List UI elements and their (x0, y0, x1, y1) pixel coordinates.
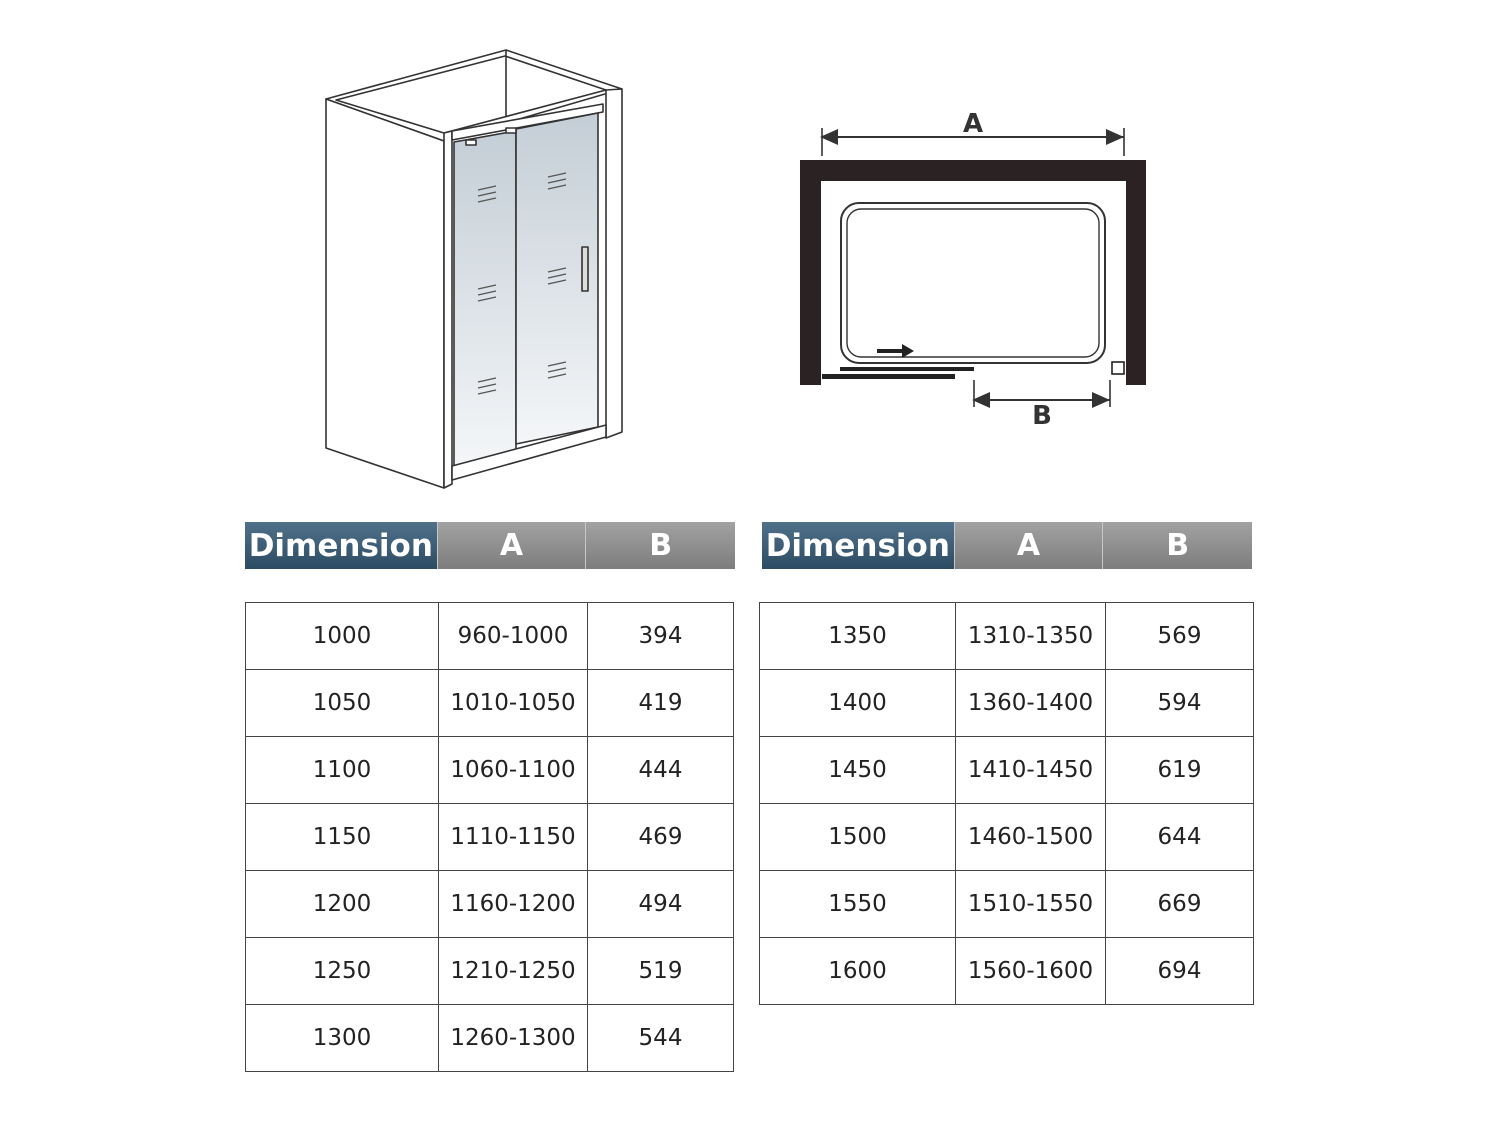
cell-a: 1460-1500 (955, 803, 1106, 871)
header-a: A (953, 522, 1103, 569)
shower-enclosure-perspective (325, 49, 623, 489)
shower-plan-view: A B (800, 109, 1146, 431)
fixed-glass-panel (453, 130, 517, 467)
product-drawings: A B (325, 49, 1146, 489)
cell-b: 644 (1105, 803, 1254, 871)
cell-b: 469 (587, 803, 734, 871)
cell-b: 594 (1105, 669, 1254, 737)
cell-a: 1110-1150 (438, 803, 588, 871)
header-b: B (1102, 522, 1252, 569)
cell-b: 419 (587, 669, 734, 737)
cell-dimension: 1400 (759, 669, 956, 737)
cell-dimension: 1100 (245, 736, 439, 804)
cell-dimension: 1000 (245, 602, 439, 670)
cell-b: 519 (587, 937, 734, 1005)
header-b: B (585, 522, 735, 569)
header-a: A (436, 522, 586, 569)
cell-dimension: 1200 (245, 870, 439, 938)
cell-b: 444 (587, 736, 734, 804)
cell-a: 1210-1250 (438, 937, 588, 1005)
cell-a: 1560-1600 (955, 937, 1106, 1005)
label-a: A (963, 109, 983, 139)
label-b: B (1032, 401, 1052, 431)
cell-a: 1160-1200 (438, 870, 588, 938)
cell-dimension: 1050 (245, 669, 439, 737)
cell-a: 1360-1400 (955, 669, 1106, 737)
cell-a: 1260-1300 (438, 1004, 588, 1072)
header-dimension: Dimension (245, 522, 437, 569)
cell-a: 960-1000 (438, 602, 588, 670)
cell-b: 544 (587, 1004, 734, 1072)
cell-b: 569 (1105, 602, 1254, 670)
cell-a: 1510-1550 (955, 870, 1106, 938)
cell-a: 1410-1450 (955, 736, 1106, 804)
table-header-right: Dimension A B (762, 522, 1252, 569)
cell-b: 694 (1105, 937, 1254, 1005)
cell-dimension: 1550 (759, 870, 956, 938)
header-dimension: Dimension (762, 522, 954, 569)
cell-b: 669 (1105, 870, 1254, 938)
cell-dimension: 1450 (759, 736, 956, 804)
cell-dimension: 1300 (245, 1004, 439, 1072)
cell-dimension: 1500 (759, 803, 956, 871)
cell-dimension: 1150 (245, 803, 439, 871)
frosted-stripes (477, 172, 567, 395)
cell-dimension: 1350 (759, 602, 956, 670)
cell-b: 394 (587, 602, 734, 670)
cell-a: 1310-1350 (955, 602, 1106, 670)
cell-dimension: 1600 (759, 937, 956, 1005)
cell-dimension: 1250 (245, 937, 439, 1005)
cell-b: 494 (587, 870, 734, 938)
cell-b: 619 (1105, 736, 1254, 804)
cell-a: 1010-1050 (438, 669, 588, 737)
door-handle (581, 246, 589, 292)
cell-a: 1060-1100 (438, 736, 588, 804)
table-header-left: Dimension A B (245, 522, 735, 569)
shower-tray (840, 202, 1106, 364)
